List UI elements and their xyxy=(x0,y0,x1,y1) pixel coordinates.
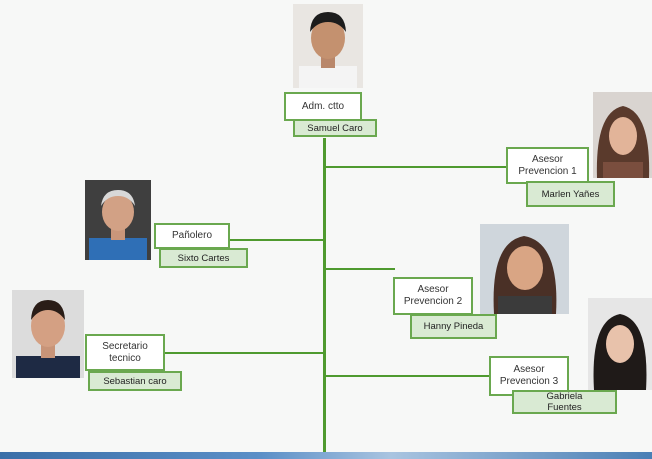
asesor2-name-box: Hanny Pineda xyxy=(410,314,497,339)
asesor2-role-box: Asesor Prevencion 2 xyxy=(393,277,473,315)
branch-asesor1 xyxy=(325,166,508,168)
asesor2-photo xyxy=(480,224,569,314)
asesor3-photo xyxy=(588,298,652,390)
panolero-name-box: Sixto Cartes xyxy=(159,248,248,268)
trunk-line xyxy=(323,138,326,456)
admin-name-box: Samuel Caro xyxy=(293,119,377,137)
slide-bottom-band xyxy=(0,452,652,459)
panolero-role-box: Pañolero xyxy=(154,223,230,249)
branch-secretario xyxy=(163,352,325,354)
admin-photo xyxy=(293,4,363,88)
asesor1-role-box: Asesor Prevencion 1 xyxy=(506,147,589,184)
asesor3-role-box: Asesor Prevencion 3 xyxy=(489,356,569,396)
secretario-name-box: Sebastian caro xyxy=(88,371,182,391)
asesor1-name-box: Marlen Yañes xyxy=(526,181,615,207)
secretario-photo xyxy=(12,290,84,378)
branch-asesor2 xyxy=(325,268,395,270)
branch-panolero xyxy=(229,239,325,241)
branch-asesor3 xyxy=(325,375,491,377)
secretario-role-box: Secretario tecnico xyxy=(85,334,165,371)
panolero-photo xyxy=(85,180,151,260)
admin-role-box: Adm. ctto xyxy=(284,92,362,121)
asesor1-photo xyxy=(593,92,652,178)
asesor3-name-box: Gabriela Fuentes xyxy=(512,390,617,414)
